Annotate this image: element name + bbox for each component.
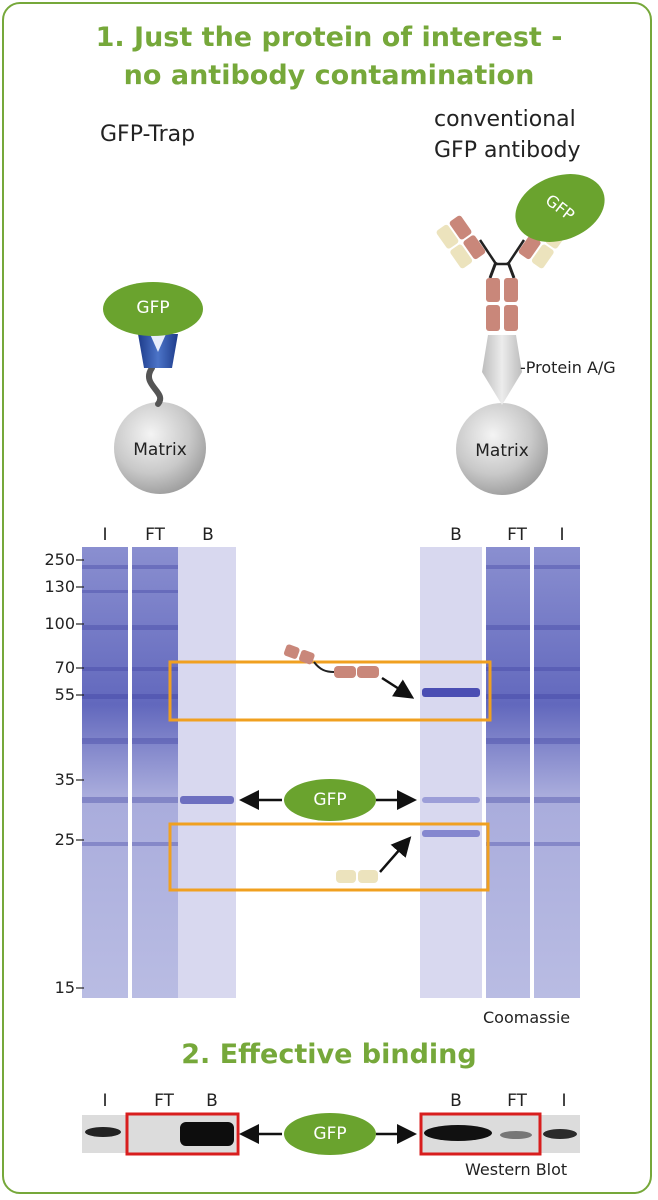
blot-gfp-ellipse: [284, 1113, 376, 1155]
gel-lane-FT-right: [486, 547, 530, 998]
gfp-ellipse-right: [515, 174, 605, 242]
section2-title: 2. Effective binding: [181, 1039, 477, 1070]
matrix-bead-right: [456, 403, 548, 495]
blot-red-box-right: [419, 1112, 542, 1156]
protein-ag: [482, 335, 522, 405]
protein-ag-label: -Protein A/G: [520, 358, 616, 377]
gel-lane-I-left: [82, 547, 128, 998]
gel-gfp-ellipse: [284, 779, 376, 821]
western-blot-caption: Western Blot: [465, 1160, 568, 1179]
gfp-label-left: GFP: [136, 298, 170, 318]
mw-marker-70: 70: [54, 658, 75, 677]
light-chain-band: [422, 830, 480, 837]
blot-lane-label-right-2: FT: [507, 1091, 527, 1111]
light-chain-highlight-box: [168, 822, 490, 892]
western-blot: [82, 1112, 580, 1156]
gel-lane-label-left-1: I: [102, 525, 108, 545]
gel-lane-label-right-2: FT: [507, 525, 527, 545]
conventional-label-line2: GFP antibody: [434, 138, 581, 163]
gel-lane-FT-left: [132, 547, 178, 998]
mw-marker-25: 25: [54, 830, 75, 849]
blot-red-box-left: [125, 1112, 240, 1156]
gel-lane-label-left-3: B: [202, 525, 214, 545]
mw-marker-15: 15: [54, 978, 75, 997]
blot-lane-label-left-3: B: [206, 1091, 218, 1111]
coomassie-gel: [76, 547, 580, 998]
matrix-label-right: Matrix: [475, 441, 529, 461]
mw-marker-55: 55: [54, 685, 75, 704]
gel-lane-I-right: [534, 547, 580, 998]
blot-lane-label-right-1: B: [450, 1091, 462, 1111]
light-chain-icon: [336, 870, 378, 883]
mw-marker-250: 250: [44, 550, 75, 569]
light-chain-arrow: [379, 836, 412, 873]
gel-lane-label-right-3: I: [559, 525, 565, 545]
gel-lane-B-left: [178, 547, 236, 998]
blot-lane-label-left-2: FT: [154, 1091, 174, 1111]
blot-band-I-right: [543, 1129, 577, 1139]
gfp-ellipse-left: [103, 282, 203, 336]
blot-band-B-left: [180, 1122, 234, 1146]
mw-marker-35: 35: [54, 770, 75, 789]
linker: [146, 365, 164, 407]
mw-marker-100: 100: [44, 614, 75, 633]
gel-lane-label-right-1: B: [450, 525, 462, 545]
gfp-band-left: [180, 796, 234, 804]
blot-band-I-left: [85, 1127, 121, 1137]
blot-lane-label-left-1: I: [102, 1091, 108, 1111]
blot-band-B-right: [424, 1125, 492, 1141]
matrix-label-left: Matrix: [133, 440, 187, 460]
heavy-chain-arrow: [381, 676, 415, 699]
blot-gfp-label: GFP: [313, 1124, 347, 1144]
conventional-label-line1: conventional: [434, 107, 576, 132]
gfp-band-right: [422, 797, 480, 803]
heavy-chain-band: [422, 688, 480, 697]
heavy-chain-icon: [283, 644, 379, 678]
gel-lane-label-left-2: FT: [145, 525, 165, 545]
gel-lane-B-right: [420, 547, 482, 998]
gel-gfp-label: GFP: [313, 790, 347, 810]
mw-marker-130: 130: [44, 577, 75, 596]
heavy-chain-highlight-box: [168, 660, 492, 722]
blot-lane-label-right-3: I: [561, 1091, 567, 1111]
gfp-trap-schematic: [103, 282, 206, 494]
section1-title-line1: 1. Just the protein of interest -: [95, 22, 563, 53]
blot-band-FT-right: [500, 1131, 532, 1139]
gfp-trap-label: GFP-Trap: [100, 122, 196, 147]
section1-title-line2: no antibody contamination: [123, 60, 535, 91]
coomassie-caption: Coomassie: [483, 1008, 571, 1027]
matrix-bead-left: [114, 402, 206, 494]
antibody-schematic: [436, 174, 605, 495]
